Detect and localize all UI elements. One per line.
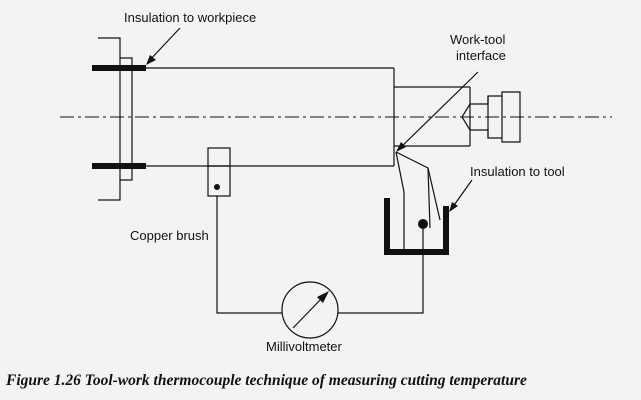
circuit-wires — [216, 196, 424, 314]
millivoltmeter — [281, 281, 339, 339]
label-work-tool-line1: Work-tool — [450, 32, 505, 47]
label-copper-brush: Copper brush — [130, 228, 209, 243]
label-work-tool-line2: interface — [456, 48, 506, 63]
label-insulation-to-tool: Insulation to tool — [470, 164, 565, 179]
tool-insulation — [384, 198, 449, 255]
leader-arrows — [146, 27, 479, 212]
figure-caption: Figure 1.26 Tool-work thermocouple techn… — [5, 372, 527, 389]
workpiece-insulation — [92, 65, 146, 169]
cutting-tool — [395, 151, 441, 250]
label-millivoltmeter: Millivoltmeter — [266, 339, 343, 354]
lathe-chuck — [98, 37, 133, 201]
copper-brush — [207, 147, 231, 197]
label-insulation-to-workpiece: Insulation to workpiece — [124, 10, 256, 25]
